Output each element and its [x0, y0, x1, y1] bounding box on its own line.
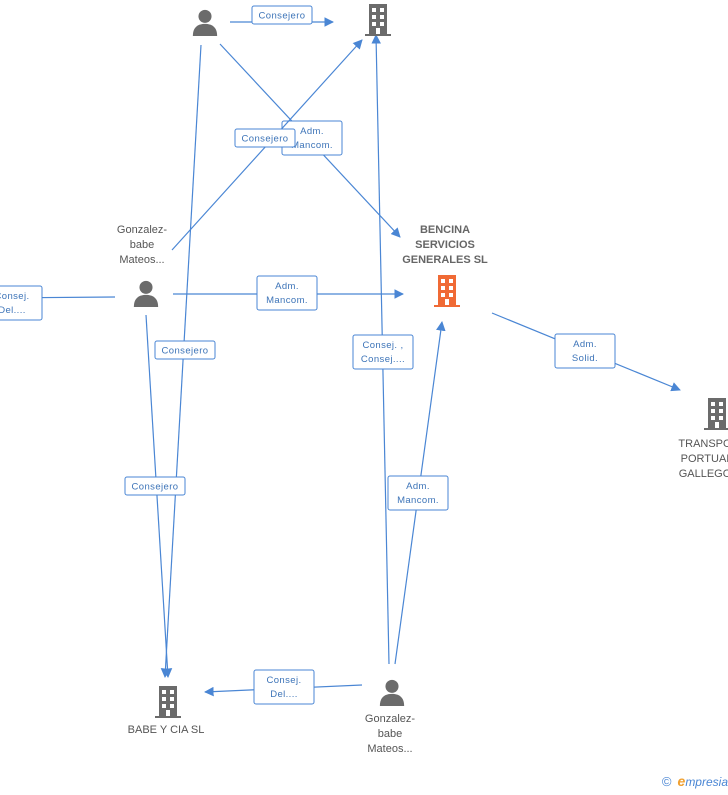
edge-label-box: [256, 275, 318, 311]
building-icon[interactable]: [434, 275, 460, 307]
edge-label-box: [251, 5, 313, 25]
edge-label-box: [554, 333, 616, 369]
edge-label-text: Del....: [0, 305, 26, 316]
edge-label-text: Consejero: [162, 346, 209, 357]
edge-label-text: Consej.: [266, 675, 301, 686]
edge-label-text: Consej....: [361, 354, 405, 365]
building-icon[interactable]: [155, 686, 181, 718]
node-label[interactable]: SERVICIOS: [415, 239, 475, 251]
edge-label[interactable]: Consejero: [154, 340, 216, 360]
edge-label[interactable]: Consej. Del....: [0, 285, 43, 321]
edge-label-box: [253, 669, 315, 705]
edge-label[interactable]: Consejero: [251, 5, 313, 25]
edge-label-text: Mancom.: [291, 140, 333, 151]
edge-line: [145, 314, 173, 678]
node-label[interactable]: BENCINA: [420, 224, 470, 236]
edge-label-text: Adm.: [300, 126, 324, 137]
edge-label-box: [0, 285, 43, 321]
footer-brand: © empresia: [662, 773, 728, 789]
building-icon[interactable]: [365, 4, 391, 36]
edge-label-text: Solid.: [572, 353, 598, 364]
person-icon[interactable]: [379, 679, 405, 706]
node-label[interactable]: TRANSPO: [678, 438, 728, 450]
copyright-icon: ©: [661, 774, 672, 789]
edge-label[interactable]: Adm. Mancom.: [387, 475, 449, 511]
edge-line: [160, 44, 202, 678]
edge-label[interactable]: Consej. Del....: [253, 669, 315, 705]
node-label[interactable]: BABE Y CIA SL: [128, 724, 205, 736]
edge-label-text: Mancom.: [266, 295, 308, 306]
edge-label[interactable]: Consej. , Consej....: [352, 334, 414, 370]
person-icon[interactable]: [133, 280, 159, 307]
edge-label-text: Del....: [270, 689, 298, 700]
building-icon[interactable]: [704, 398, 728, 430]
person-icon[interactable]: [192, 9, 218, 36]
edge-label-box: [154, 340, 216, 360]
brand-logo-e: e: [677, 773, 686, 789]
edge-label-box: [387, 475, 449, 511]
edge-label-text: Consejero: [132, 482, 179, 493]
edge-label-text: Adm.: [573, 339, 597, 350]
edge-label-text: Consej. ,: [362, 340, 403, 351]
edge-label[interactable]: Consejero: [124, 476, 186, 496]
node-label[interactable]: Gonzalez-: [365, 713, 415, 725]
edge-label[interactable]: Adm. Mancom.: [256, 275, 318, 311]
node-label[interactable]: Mateos...: [119, 254, 164, 266]
edge-label-text: Mancom.: [397, 495, 439, 506]
node-label[interactable]: Gonzalez-: [117, 224, 167, 236]
node-label[interactable]: PORTUAI: [681, 453, 728, 465]
node-label[interactable]: babe: [378, 728, 402, 740]
node-label[interactable]: Mateos...: [367, 743, 412, 755]
edge-label-box: [352, 334, 414, 370]
edge-label-text: Adm.: [406, 481, 430, 492]
edge-label[interactable]: Consejero: [234, 128, 296, 148]
edge-label-box: [124, 476, 186, 496]
edge-label-text: Consejero: [242, 134, 289, 145]
brand-logo-text: mpresia: [685, 775, 728, 789]
edge-label[interactable]: Adm. Solid.: [554, 333, 616, 369]
edge-label-text: Consej.: [0, 291, 30, 302]
edge-label-text: Adm.: [275, 281, 299, 292]
node-label[interactable]: GALLEGO: [679, 468, 728, 480]
edge-label-text: Consejero: [259, 11, 306, 22]
node-label[interactable]: GENERALES SL: [402, 254, 488, 266]
node-label[interactable]: babe: [130, 239, 154, 251]
edge-label-box: [234, 128, 296, 148]
